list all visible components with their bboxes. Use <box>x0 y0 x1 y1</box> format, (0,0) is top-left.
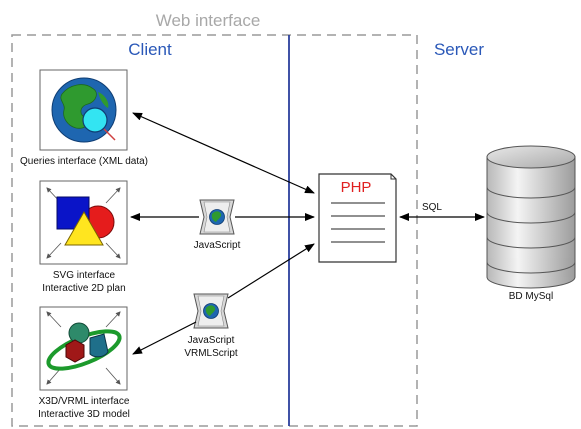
queries-interface: Queries interface (XML data) <box>20 69 148 167</box>
queries-php-connection <box>132 112 315 194</box>
queries-interface-label: Queries interface (XML data) <box>20 156 148 167</box>
php-label: PHP <box>341 179 372 196</box>
mysql-database: BD MySql <box>486 145 576 302</box>
php-server-script: PHP <box>318 173 397 263</box>
server-label: Server <box>434 40 484 59</box>
x3d-interface-label-2: Interactive 3D model <box>38 409 130 420</box>
script-globe-icon <box>199 199 235 235</box>
svg-interface: SVG interface Interactive 2D plan <box>39 180 128 294</box>
x3d-interface: X3D/VRML interface Interactive 3D model <box>38 306 130 420</box>
sql-label: SQL <box>422 202 442 213</box>
web-interface-frame <box>11 34 418 427</box>
x3d-interface-label-1: X3D/VRML interface <box>39 396 130 407</box>
vrmlscript-php-connection <box>227 243 315 299</box>
vrmlscript-label-2: VRMLScript <box>184 348 238 359</box>
script-globe-icon <box>193 293 229 329</box>
javascript-label: JavaScript <box>194 240 241 251</box>
x3d-vrmlscript-connection <box>132 321 197 355</box>
javascript-connector: JavaScript <box>194 199 241 251</box>
vrmlscript-connector: JavaScript VRMLScript <box>184 293 238 359</box>
document-icon <box>318 173 397 263</box>
svg-interface-label-1: SVG interface <box>53 270 116 281</box>
client-label: Client <box>128 40 172 59</box>
database-icon <box>486 145 576 289</box>
svg-interface-label-2: Interactive 2D plan <box>42 283 125 294</box>
database-label: BD MySql <box>509 291 553 302</box>
web-interface-title: Web interface <box>156 11 261 30</box>
vrmlscript-label-1: JavaScript <box>188 335 235 346</box>
